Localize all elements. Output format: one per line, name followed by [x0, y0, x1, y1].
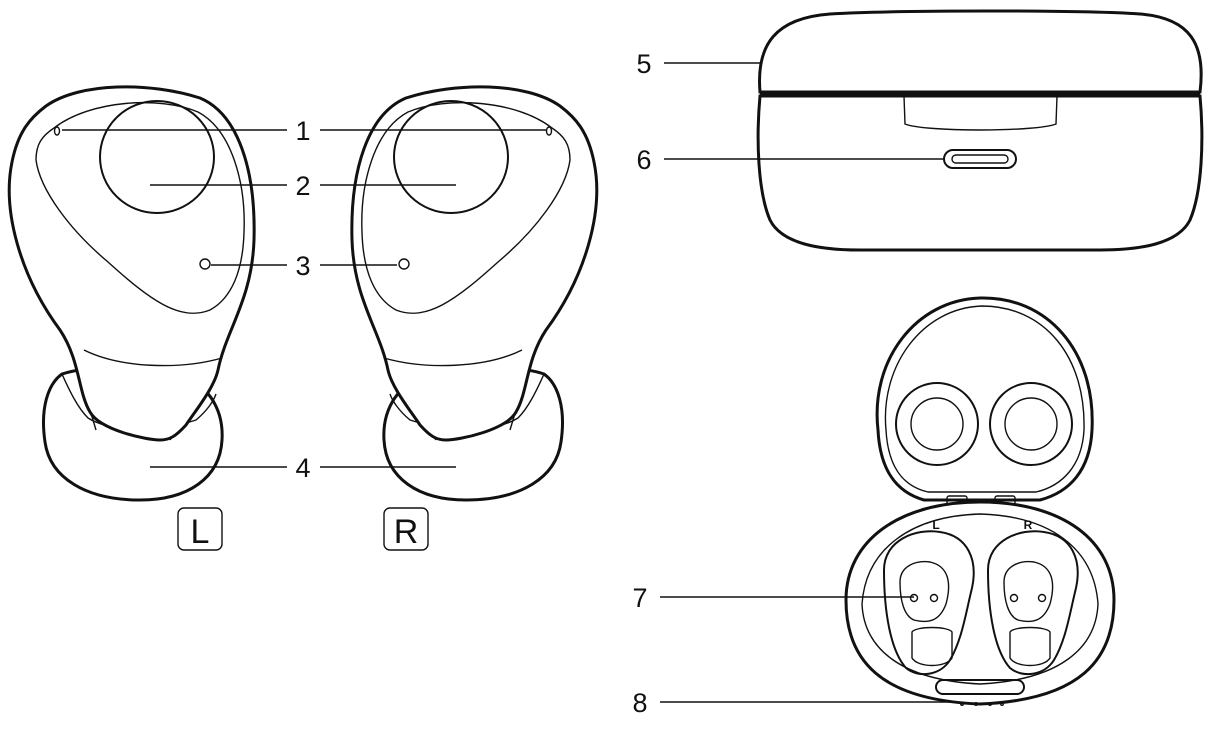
right-mic-hole [545, 126, 553, 136]
callout-1-number: 1 [295, 116, 310, 146]
right-earbud-body [350, 85, 599, 442]
callout-3-number: 3 [295, 251, 310, 281]
callout-4-number: 4 [295, 453, 310, 483]
case-button [935, 679, 1025, 695]
callout-4: 4 [150, 453, 456, 483]
callout-6-number: 6 [636, 145, 651, 175]
left-earbud [7, 85, 256, 502]
left-earbud-body [7, 85, 256, 442]
case-base [756, 94, 1204, 252]
open-case-lid [875, 296, 1094, 502]
right-side-label: R [383, 507, 429, 551]
left-side-letter: L [191, 513, 210, 551]
callout-5: 5 [636, 49, 761, 79]
callout-8: 8 [632, 688, 956, 718]
right-sensor [398, 258, 410, 270]
case-lid [758, 9, 1203, 94]
callout-8-number: 8 [632, 688, 647, 718]
callout-5-number: 5 [636, 49, 651, 79]
right-earbud [350, 85, 599, 502]
callout-3: 3 [211, 251, 397, 281]
callout-7: 7 [632, 583, 914, 613]
open-case-base [844, 500, 1116, 706]
callout-2: 2 [150, 171, 456, 201]
open-charging-case: L R [844, 296, 1116, 707]
callout-1: 1 [62, 116, 546, 146]
left-touch-area [99, 100, 215, 214]
left-mic-hole [53, 126, 61, 136]
left-sensor [199, 258, 211, 270]
closed-charging-case [756, 9, 1204, 252]
right-touch-area [393, 100, 509, 214]
right-side-letter: R [394, 513, 419, 551]
left-side-label: L [177, 507, 223, 551]
case-slot-letter-right: R [1024, 518, 1033, 532]
callout-6: 6 [636, 145, 944, 175]
callout-2-number: 2 [295, 171, 310, 201]
callout-7-number: 7 [632, 583, 647, 613]
case-slot-letter-left: L [932, 518, 939, 532]
